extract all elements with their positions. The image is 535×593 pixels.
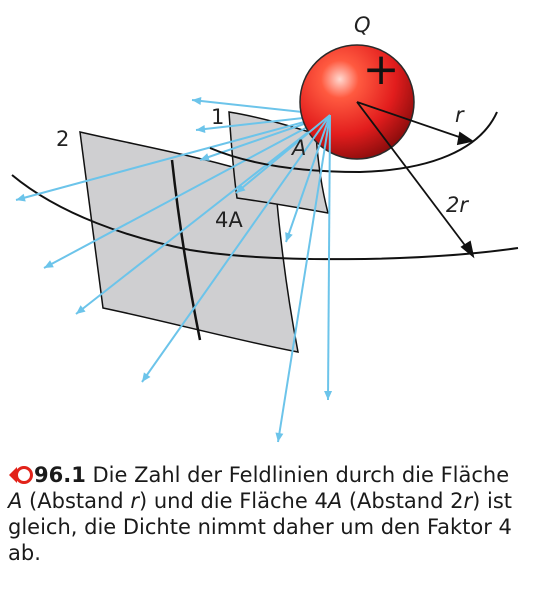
field-line-arrow <box>275 114 331 443</box>
caption-text: Die Zahl der Feldlinien durch die Fläche <box>85 463 510 487</box>
field-lines-front <box>141 114 333 443</box>
label-radius-r: r <box>455 103 465 127</box>
plus-sign: + <box>363 44 400 95</box>
field-line-arrow <box>285 114 331 243</box>
label-surface-1: 1 <box>211 105 224 129</box>
field-line-arrow <box>324 114 333 401</box>
label-radius-2r: 2r <box>446 193 469 217</box>
radius-arrows <box>356 101 475 259</box>
caption-symbol: A <box>327 489 343 513</box>
caption-text: ) ist gleich, die Dichte nimmt daher um … <box>8 489 513 565</box>
field-line-arrow <box>235 114 331 194</box>
label-charge: Q <box>354 13 371 37</box>
label-area-4a: 4A <box>215 208 243 232</box>
caption-symbol: r <box>463 489 473 513</box>
field-line-arrow <box>141 114 331 383</box>
caption-text: (Abstand 2 <box>342 489 464 513</box>
field-lines-diagram: + Q r 2r 1 2 A 4A <box>11 13 519 443</box>
field-lines <box>15 96 331 315</box>
field-line-arrow <box>43 114 331 269</box>
label-area-a: A <box>290 136 306 160</box>
caption-symbol: r <box>130 489 139 513</box>
caption-text: ) und die Fläche 4 <box>138 489 328 513</box>
reference-arrow-icon <box>9 466 33 484</box>
caption-text: (Abstand <box>22 489 131 513</box>
field-line-arrow <box>75 114 331 315</box>
figure-caption: 96.1 Die Zahl der Feldlinien durch die F… <box>8 462 528 566</box>
caption-symbol: A <box>8 489 23 513</box>
arc-radius-r <box>209 111 498 174</box>
charge-sphere: + <box>299 44 415 160</box>
caption-number: 96.1 <box>34 463 86 487</box>
field-line-arrow <box>15 114 331 202</box>
arc-radius-2r <box>11 174 519 261</box>
label-surface-2: 2 <box>56 127 69 151</box>
